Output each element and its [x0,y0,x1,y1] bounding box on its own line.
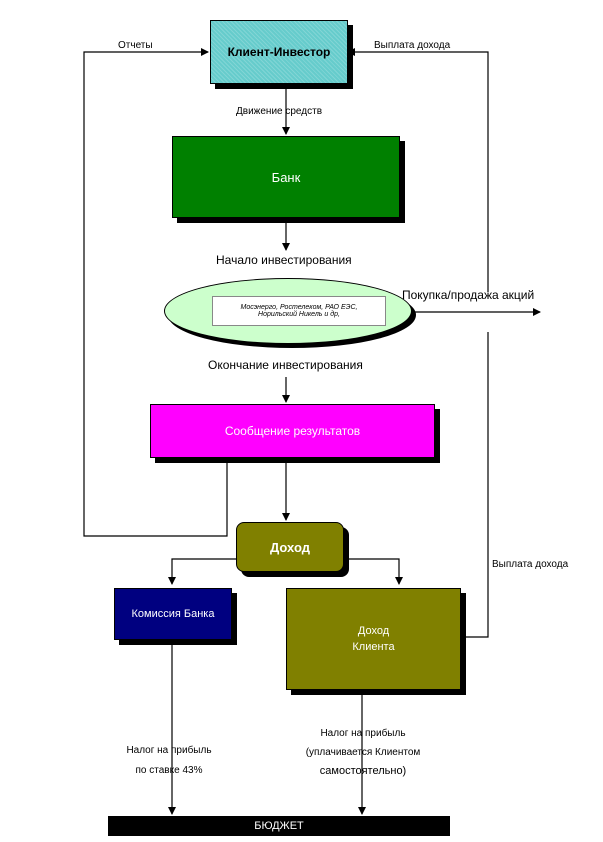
securities-line-2: Норильский Никель и др, [258,311,340,318]
income-payment-top-label: Выплата дохода [374,40,451,51]
arrow-income-to-client-income [344,558,403,585]
investment-end-label: Окончание инвестирования [208,358,363,372]
tax-right-line-2: (уплачивается Клиентом [305,747,421,758]
tax-left-label: Налог на прибыль по ставке 43% [104,741,234,781]
bank-commission-label: Комиссия Банка [131,608,215,620]
reports-label: Отчеты [118,40,153,51]
bank-node: Банк [172,136,400,218]
tax-left-line-2: по ставке 43% [135,765,203,776]
arrow-income-payment-top [347,48,489,292]
budget-label: БЮДЖЕТ [254,820,304,832]
arrow-income-to-commission [168,558,236,585]
results-report-node: Сообщение результатов [150,404,435,458]
tax-right-line-1: Налог на прибыль [320,728,406,739]
tax-right-label: Налог на прибыль (уплачивается Клиентом … [296,724,430,781]
budget-node: БЮДЖЕТ [108,816,450,836]
income-node: Доход [236,522,344,572]
arrow-reports [83,48,228,537]
investment-start-label: Начало инвестирования [216,253,352,267]
client-income-line-1: Доход [357,625,390,637]
client-investor-node: Клиент-Инвестор [210,20,348,84]
income-label: Доход [270,539,310,555]
funds-movement-label: Движение средств [236,106,323,117]
client-income-node: Доход Клиента [286,588,461,690]
securities-line-1: Мосэнерго, Ростелеком, РАО ЕЭС, [240,304,358,311]
tax-right-line-3: самостоятельно) [319,765,407,777]
tax-left-line-1: Налог на прибыль [126,745,212,756]
income-payment-right-label: Выплата дохода [492,559,569,570]
bank-commission-node: Комиссия Банка [114,588,232,640]
client-investor-label: Клиент-Инвестор [227,45,331,59]
arrow-income-payment-right [460,332,489,638]
securities-text-frame: Мосэнерго, Ростелеком, РАО ЕЭС, Норильск… [212,296,386,326]
results-report-label: Сообщение результатов [224,424,361,438]
client-income-line-2: Клиента [352,641,395,653]
bank-label: Банк [271,169,301,185]
share-trading-label: Покупка/продажа акций [402,288,535,302]
